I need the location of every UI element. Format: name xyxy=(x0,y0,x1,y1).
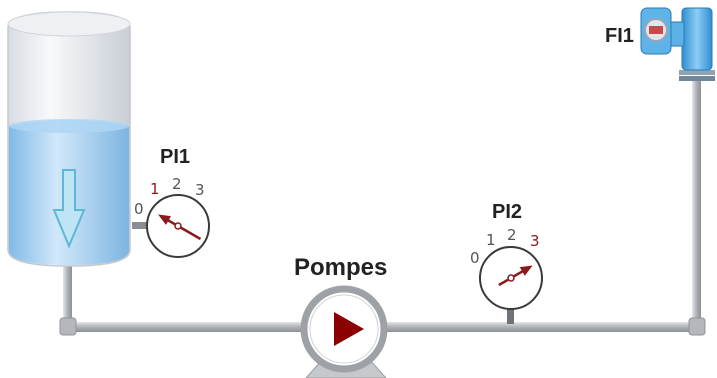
pi2-tick-1: 1 xyxy=(486,231,496,249)
pi1-needle-pivot xyxy=(174,222,182,230)
pump: Pompes xyxy=(294,254,388,378)
play-triangle-icon xyxy=(334,312,364,346)
pi1-tick-3: 3 xyxy=(195,181,205,199)
fi1-flange-bottom xyxy=(679,76,715,81)
tank-top xyxy=(7,11,131,37)
pi2-needle-head xyxy=(519,265,533,276)
pi1-label: PI1 xyxy=(160,146,190,168)
pi1-tick-1: 1 xyxy=(150,180,160,198)
pi2-tick-3: 3 xyxy=(530,232,540,250)
pressure-gauge-pi2: PI2 0 1 2 3 xyxy=(470,201,543,310)
pi2-needle-pivot xyxy=(507,274,515,282)
pi1-tick-0: 0 xyxy=(134,200,144,218)
fi1-flow-tube xyxy=(681,7,713,71)
fi1-flange-top xyxy=(679,70,715,75)
pump-label: Pompes xyxy=(294,254,387,281)
water-surface xyxy=(9,119,129,133)
pi1-tick-2: 2 xyxy=(172,175,182,193)
pi2-tick-0: 0 xyxy=(470,249,480,267)
pi1-tap xyxy=(132,222,148,229)
fi1-display-screen xyxy=(649,26,663,34)
riser-pipe xyxy=(692,78,701,328)
pipe-elbow-left xyxy=(59,317,77,336)
flow-meter-fi1: FI1 xyxy=(605,7,715,81)
down-arrow-icon xyxy=(52,169,86,249)
pi2-tick-2: 2 xyxy=(507,226,517,244)
pi2-label: PI2 xyxy=(492,201,522,223)
fi1-label: FI1 xyxy=(605,25,634,47)
pressure-gauge-pi1: PI1 0 1 2 3 xyxy=(134,146,210,258)
storage-tank xyxy=(7,11,131,267)
pipe-elbow-right xyxy=(688,317,706,336)
pi1-needle-head xyxy=(158,214,171,225)
tank-outlet-pipe xyxy=(63,262,72,324)
pi2-tap xyxy=(507,306,514,324)
